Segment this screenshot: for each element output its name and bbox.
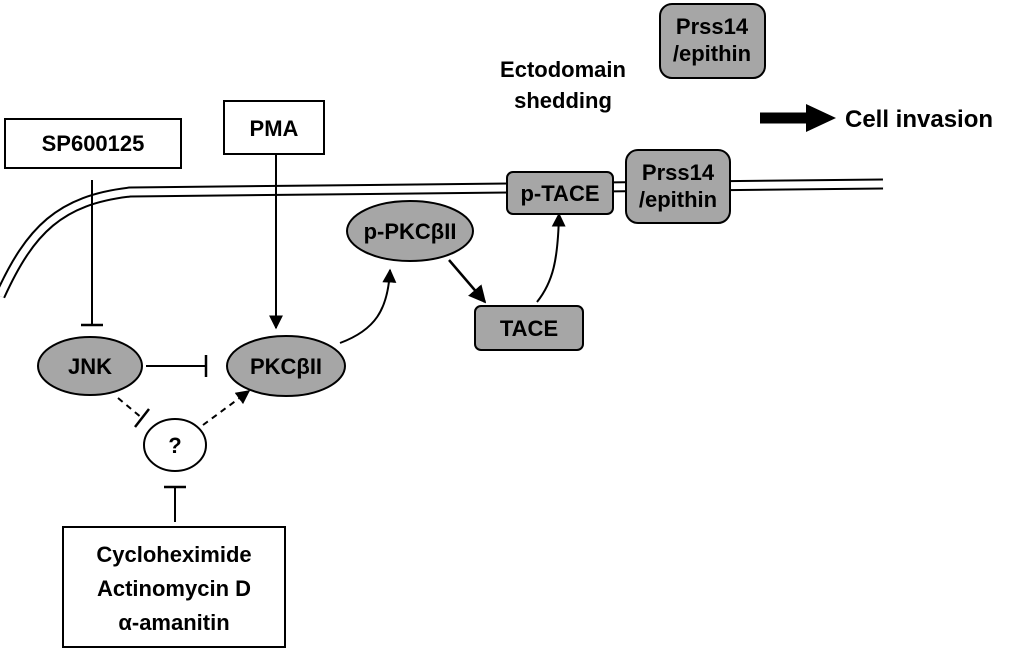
- sp600125-label: SP600125: [42, 131, 145, 156]
- prss14-membrane-label-2: /epithin: [639, 187, 717, 212]
- prss14-membrane-node: Prss14 /epithin: [625, 149, 731, 224]
- cell-invasion-label: Cell invasion: [845, 106, 993, 133]
- p-pkc-label: p-PKCβII: [364, 219, 457, 244]
- pkc-node: PKCβII: [226, 335, 346, 397]
- inhibitors-box: Cycloheximide Actinomycin D α-amanitin: [62, 526, 286, 648]
- pma-box: PMA: [223, 100, 325, 155]
- ectodomain-label-1: Ectodomain: [500, 57, 626, 82]
- inhibitor-alpha-amanitin: α-amanitin: [118, 610, 229, 635]
- jnk-label: JNK: [68, 354, 112, 379]
- pkc-phosphorylation-arrow: [339, 268, 397, 344]
- prss14-shed-label-2: /epithin: [673, 41, 751, 66]
- jnk-inhibits-unknown: [117, 397, 150, 428]
- cell-invasion-arrow: [760, 104, 836, 132]
- ectodomain-label-2: shedding: [514, 88, 612, 113]
- unknown-activates-pkc-arrow: [202, 390, 251, 426]
- jnk-node: JNK: [37, 336, 143, 396]
- tace-to-ptace-arrow: [536, 212, 566, 303]
- inhibitors-inhibit-unknown: [164, 485, 186, 522]
- tace-node: TACE: [474, 305, 584, 351]
- sp600125-inhibits-jnk: [81, 180, 103, 327]
- unknown-node: ?: [143, 418, 207, 472]
- inhibitor-cycloheximide: Cycloheximide: [96, 542, 251, 567]
- pkc-label: PKCβII: [250, 354, 322, 379]
- ppkc-activates-tace-arrow: [448, 259, 487, 304]
- jnk-inhibits-pkc: [146, 355, 208, 377]
- prss14-shed-label-1: Prss14: [676, 14, 749, 39]
- pma-label: PMA: [250, 116, 299, 141]
- unknown-label: ?: [168, 433, 181, 458]
- prss14-membrane-label-1: Prss14: [642, 160, 715, 185]
- prss14-shed-node: Prss14 /epithin: [659, 3, 766, 79]
- inhibitor-actinomycin-d: Actinomycin D: [97, 576, 251, 601]
- sp600125-box: SP600125: [4, 118, 182, 169]
- cell-membrane: [0, 178, 884, 299]
- p-tace-node: p-TACE: [506, 171, 614, 215]
- tace-label: TACE: [500, 316, 558, 341]
- p-tace-label: p-TACE: [520, 181, 599, 206]
- p-pkc-node: p-PKCβII: [346, 200, 474, 262]
